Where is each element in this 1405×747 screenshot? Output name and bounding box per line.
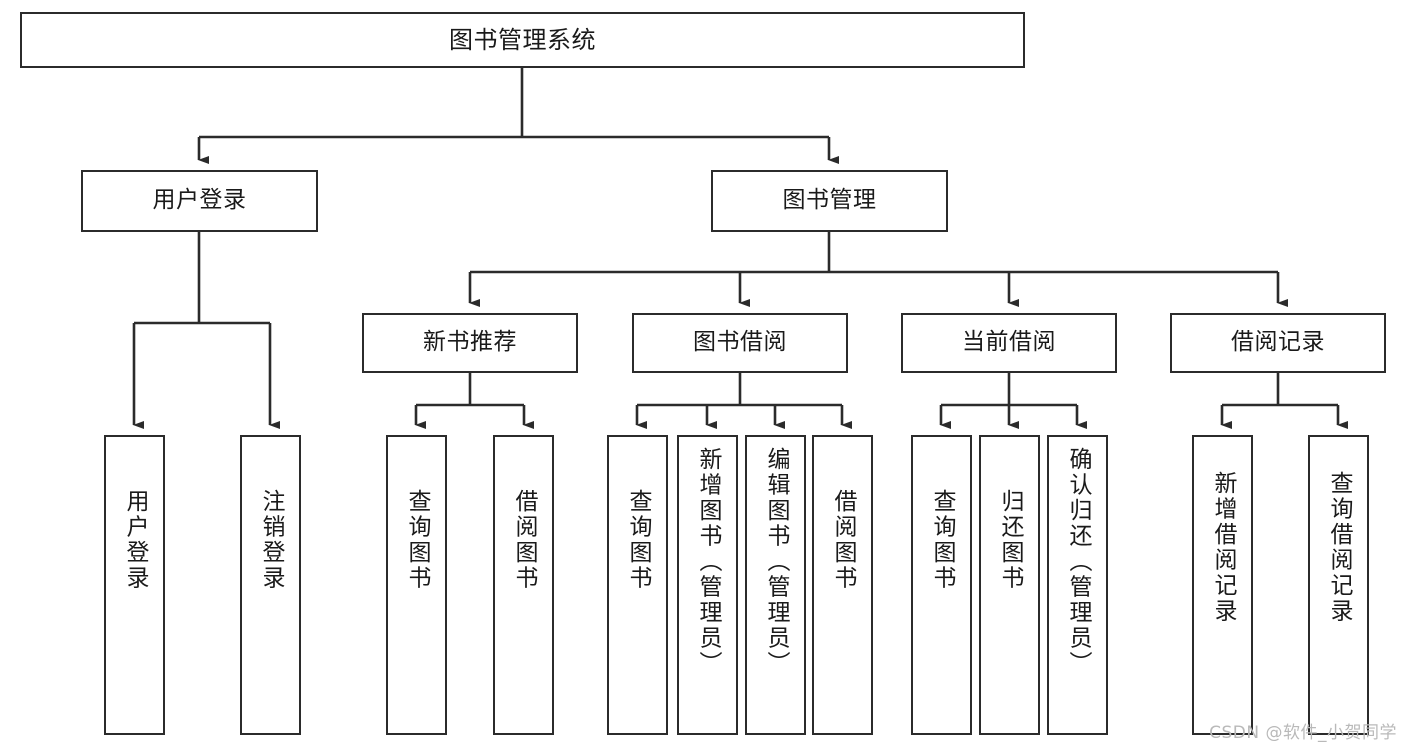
leaf-edit-book-admin[interactable]: 编辑图书（管理员） bbox=[745, 435, 806, 735]
node-label: 编辑图书（管理员） bbox=[763, 447, 789, 677]
leaf-query-book-borrow[interactable]: 查询图书 bbox=[607, 435, 668, 735]
node-new-book-recommend[interactable]: 新书推荐 bbox=[362, 313, 578, 373]
leaf-return-book[interactable]: 归还图书 bbox=[979, 435, 1040, 735]
node-label: 注销登录 bbox=[258, 489, 284, 591]
connector-record-to-leaves bbox=[1220, 373, 1348, 429]
node-book-management[interactable]: 图书管理 bbox=[711, 170, 948, 232]
connector-root-to-level2 bbox=[197, 68, 839, 164]
node-label: 确认归还（管理员） bbox=[1065, 447, 1091, 677]
leaf-user-login[interactable]: 用户登录 bbox=[104, 435, 165, 735]
leaf-query-book-current[interactable]: 查询图书 bbox=[911, 435, 972, 735]
leaf-confirm-return-admin[interactable]: 确认归还（管理员） bbox=[1047, 435, 1108, 735]
node-label: 图书管理 bbox=[782, 187, 877, 214]
node-root-system[interactable]: 图书管理系统 bbox=[20, 12, 1025, 68]
leaf-add-borrow-record[interactable]: 新增借阅记录 bbox=[1192, 435, 1253, 735]
node-label: 查询图书 bbox=[404, 489, 430, 591]
node-label: 新增借阅记录 bbox=[1210, 471, 1236, 624]
node-label: 借阅图书 bbox=[511, 489, 537, 591]
node-label: 当前借阅 bbox=[962, 329, 1056, 356]
connector-borrow-to-leaves bbox=[635, 373, 852, 429]
node-label: 查询借阅记录 bbox=[1326, 471, 1352, 624]
leaf-borrow-book[interactable]: 借阅图书 bbox=[812, 435, 873, 735]
node-label: 借阅图书 bbox=[830, 489, 856, 591]
connector-bookmgmt-to-level3 bbox=[468, 232, 1288, 307]
watermark-text: CSDN @软件_小贺同学 bbox=[1209, 723, 1397, 743]
node-book-borrow[interactable]: 图书借阅 bbox=[632, 313, 848, 373]
node-label: 查询图书 bbox=[929, 489, 955, 591]
leaf-borrow-book-recommend[interactable]: 借阅图书 bbox=[493, 435, 554, 735]
node-label: 用户登录 bbox=[122, 489, 148, 591]
leaf-add-book-admin[interactable]: 新增图书（管理员） bbox=[677, 435, 738, 735]
leaf-query-borrow-record[interactable]: 查询借阅记录 bbox=[1308, 435, 1369, 735]
leaf-query-book-recommend[interactable]: 查询图书 bbox=[386, 435, 447, 735]
node-label: 归还图书 bbox=[997, 489, 1023, 591]
leaf-logout[interactable]: 注销登录 bbox=[240, 435, 301, 735]
connector-newbook-to-leaves bbox=[414, 373, 534, 429]
connector-current-to-leaves bbox=[939, 373, 1087, 429]
node-label: 借阅记录 bbox=[1231, 329, 1325, 356]
node-label: 新书推荐 bbox=[423, 329, 517, 356]
node-borrow-record[interactable]: 借阅记录 bbox=[1170, 313, 1386, 373]
node-label: 查询图书 bbox=[625, 489, 651, 591]
connector-userlogin-to-leaves bbox=[132, 232, 280, 429]
node-current-borrow[interactable]: 当前借阅 bbox=[901, 313, 1117, 373]
node-label: 用户登录 bbox=[152, 187, 247, 214]
node-label: 图书管理系统 bbox=[449, 25, 596, 54]
node-label: 图书借阅 bbox=[693, 329, 787, 356]
node-label: 新增图书（管理员） bbox=[695, 447, 721, 677]
node-user-login[interactable]: 用户登录 bbox=[81, 170, 318, 232]
